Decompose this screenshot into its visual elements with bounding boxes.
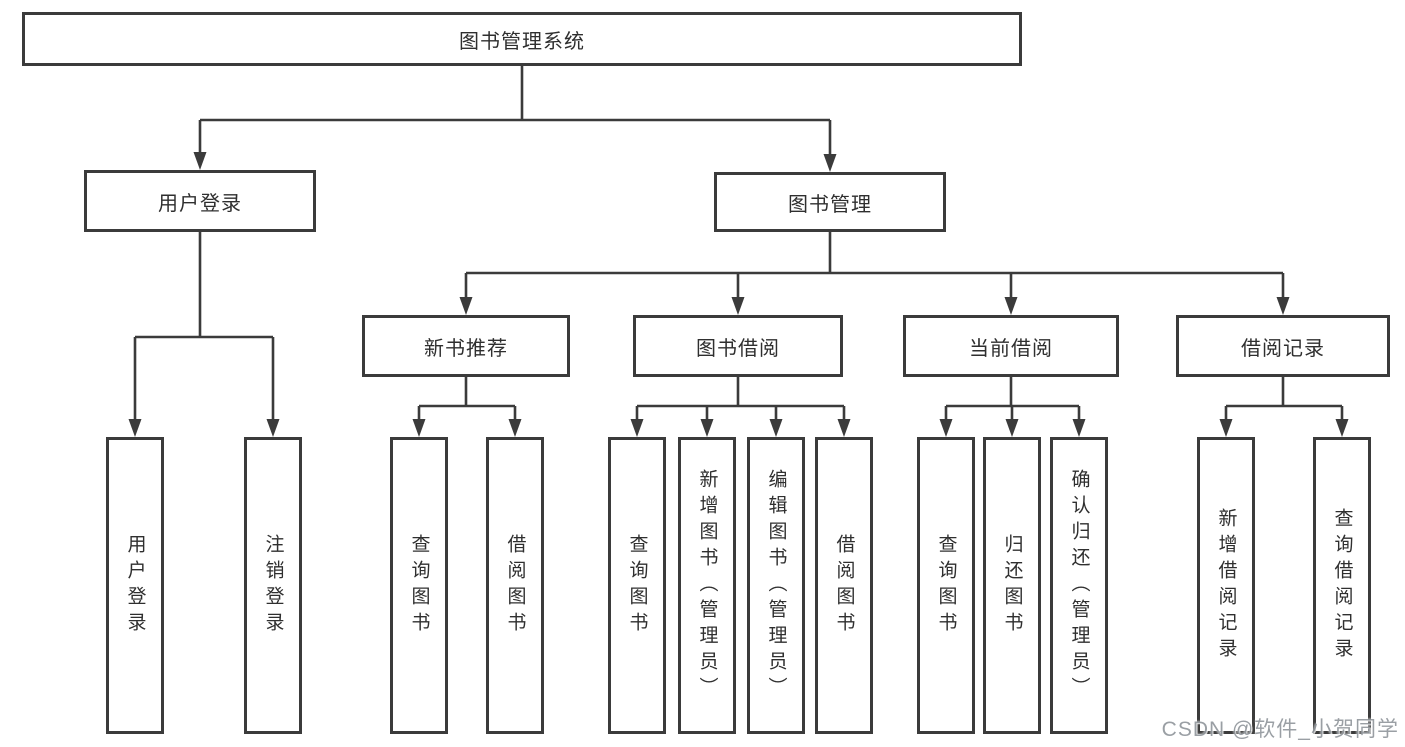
node-newbook-query-books: 查询图书 bbox=[390, 437, 448, 734]
node-borrowing-records: 借阅记录 bbox=[1176, 315, 1390, 377]
node-user-login-leaf: 用户登录 bbox=[106, 437, 164, 734]
node-current-borrowing: 当前借阅 bbox=[903, 315, 1119, 377]
node-label: 当前借阅 bbox=[969, 337, 1053, 360]
node-label: 用户登录 bbox=[158, 192, 242, 215]
node-label: 编辑图书（管理员） bbox=[765, 468, 787, 703]
node-label: 借阅图书 bbox=[833, 533, 855, 638]
node-label: 图书管理 bbox=[788, 193, 872, 216]
node-borrowing-edit-books-admin: 编辑图书（管理员） bbox=[747, 437, 805, 734]
node-label: 用户登录 bbox=[124, 533, 146, 638]
node-label: 查询图书 bbox=[935, 533, 957, 638]
node-logout-leaf: 注销登录 bbox=[244, 437, 302, 734]
node-label: 新书推荐 bbox=[424, 337, 508, 360]
node-label: 查询图书 bbox=[408, 533, 430, 638]
node-records-query-record: 查询借阅记录 bbox=[1313, 437, 1371, 734]
node-borrowing-borrow-books: 借阅图书 bbox=[815, 437, 873, 734]
node-label: 借阅记录 bbox=[1241, 337, 1325, 360]
node-label: 查询图书 bbox=[626, 533, 648, 638]
node-label: 确认归还（管理员） bbox=[1068, 468, 1090, 703]
node-book-borrowing: 图书借阅 bbox=[633, 315, 843, 377]
node-system-root: 图书管理系统 bbox=[22, 12, 1022, 66]
csdn-watermark: CSDN @软件_小贺同学 bbox=[1161, 718, 1399, 741]
node-borrowing-query-books: 查询图书 bbox=[608, 437, 666, 734]
node-records-add-record: 新增借阅记录 bbox=[1197, 437, 1255, 734]
node-label: 查询借阅记录 bbox=[1331, 507, 1353, 664]
node-current-confirm-return-admin: 确认归还（管理员） bbox=[1050, 437, 1108, 734]
node-label: 新增借阅记录 bbox=[1215, 507, 1237, 664]
node-current-return-books: 归还图书 bbox=[983, 437, 1041, 734]
node-book-management-branch: 图书管理 bbox=[714, 172, 946, 232]
node-user-login-branch: 用户登录 bbox=[84, 170, 316, 232]
node-new-book-recommend: 新书推荐 bbox=[362, 315, 570, 377]
node-label: 新增图书（管理员） bbox=[696, 468, 718, 703]
node-borrowing-add-books-admin: 新增图书（管理员） bbox=[678, 437, 736, 734]
node-label: 借阅图书 bbox=[504, 533, 526, 638]
node-current-query-books: 查询图书 bbox=[917, 437, 975, 734]
node-newbook-borrow-books: 借阅图书 bbox=[486, 437, 544, 734]
node-label: 注销登录 bbox=[262, 533, 284, 638]
node-label: 图书借阅 bbox=[696, 337, 780, 360]
node-label: 归还图书 bbox=[1001, 533, 1023, 638]
node-label: 图书管理系统 bbox=[459, 30, 585, 53]
